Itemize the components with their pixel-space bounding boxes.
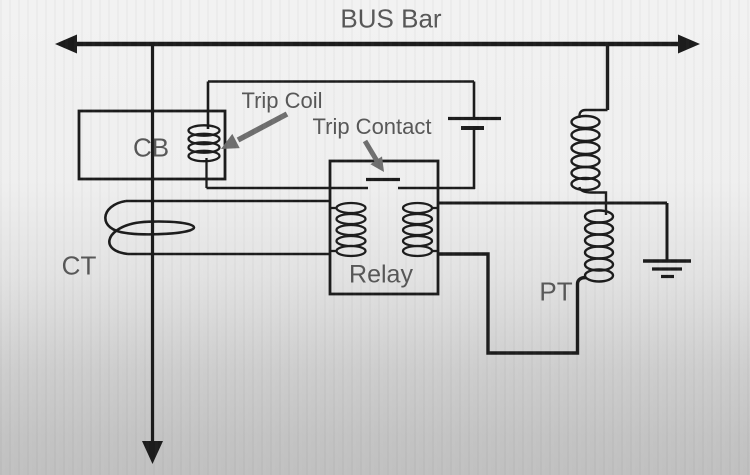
relay-right-coil-icon <box>401 201 438 258</box>
bus-left-arrow-icon <box>55 34 77 54</box>
ground-icon <box>643 259 691 279</box>
trip-coil-icon <box>187 124 221 188</box>
trip-circuit-wiring <box>206 80 476 190</box>
ct-label: CT <box>61 250 97 281</box>
trip-coil-pointer-arrow-icon <box>221 111 289 149</box>
ct-coil-icon <box>104 199 330 256</box>
relay-left-coil-icon <box>330 201 367 258</box>
pt-label: PT <box>539 276 573 307</box>
bus-bar-label: BUS Bar <box>340 3 442 34</box>
bus-bar-line <box>55 34 700 54</box>
cb-label: CB <box>132 132 170 163</box>
battery-icon <box>448 116 501 130</box>
pt-primary-coil-icon <box>570 46 610 203</box>
trip-contact-label: Trip Contact <box>312 114 432 139</box>
relay-pt-ground-wiring <box>438 201 669 261</box>
relay-box <box>328 159 440 296</box>
feeder-down-arrow-icon <box>142 441 163 464</box>
bus-right-arrow-icon <box>678 34 700 54</box>
trip-coil-label: Trip Coil <box>241 88 323 113</box>
feeder-line <box>142 46 163 464</box>
relay-pt-secondary-wiring <box>438 252 587 355</box>
pt-secondary-coil-icon <box>583 203 615 283</box>
relay-label: Relay <box>349 260 413 289</box>
trip-contact-pointer-arrow-icon <box>362 139 384 172</box>
